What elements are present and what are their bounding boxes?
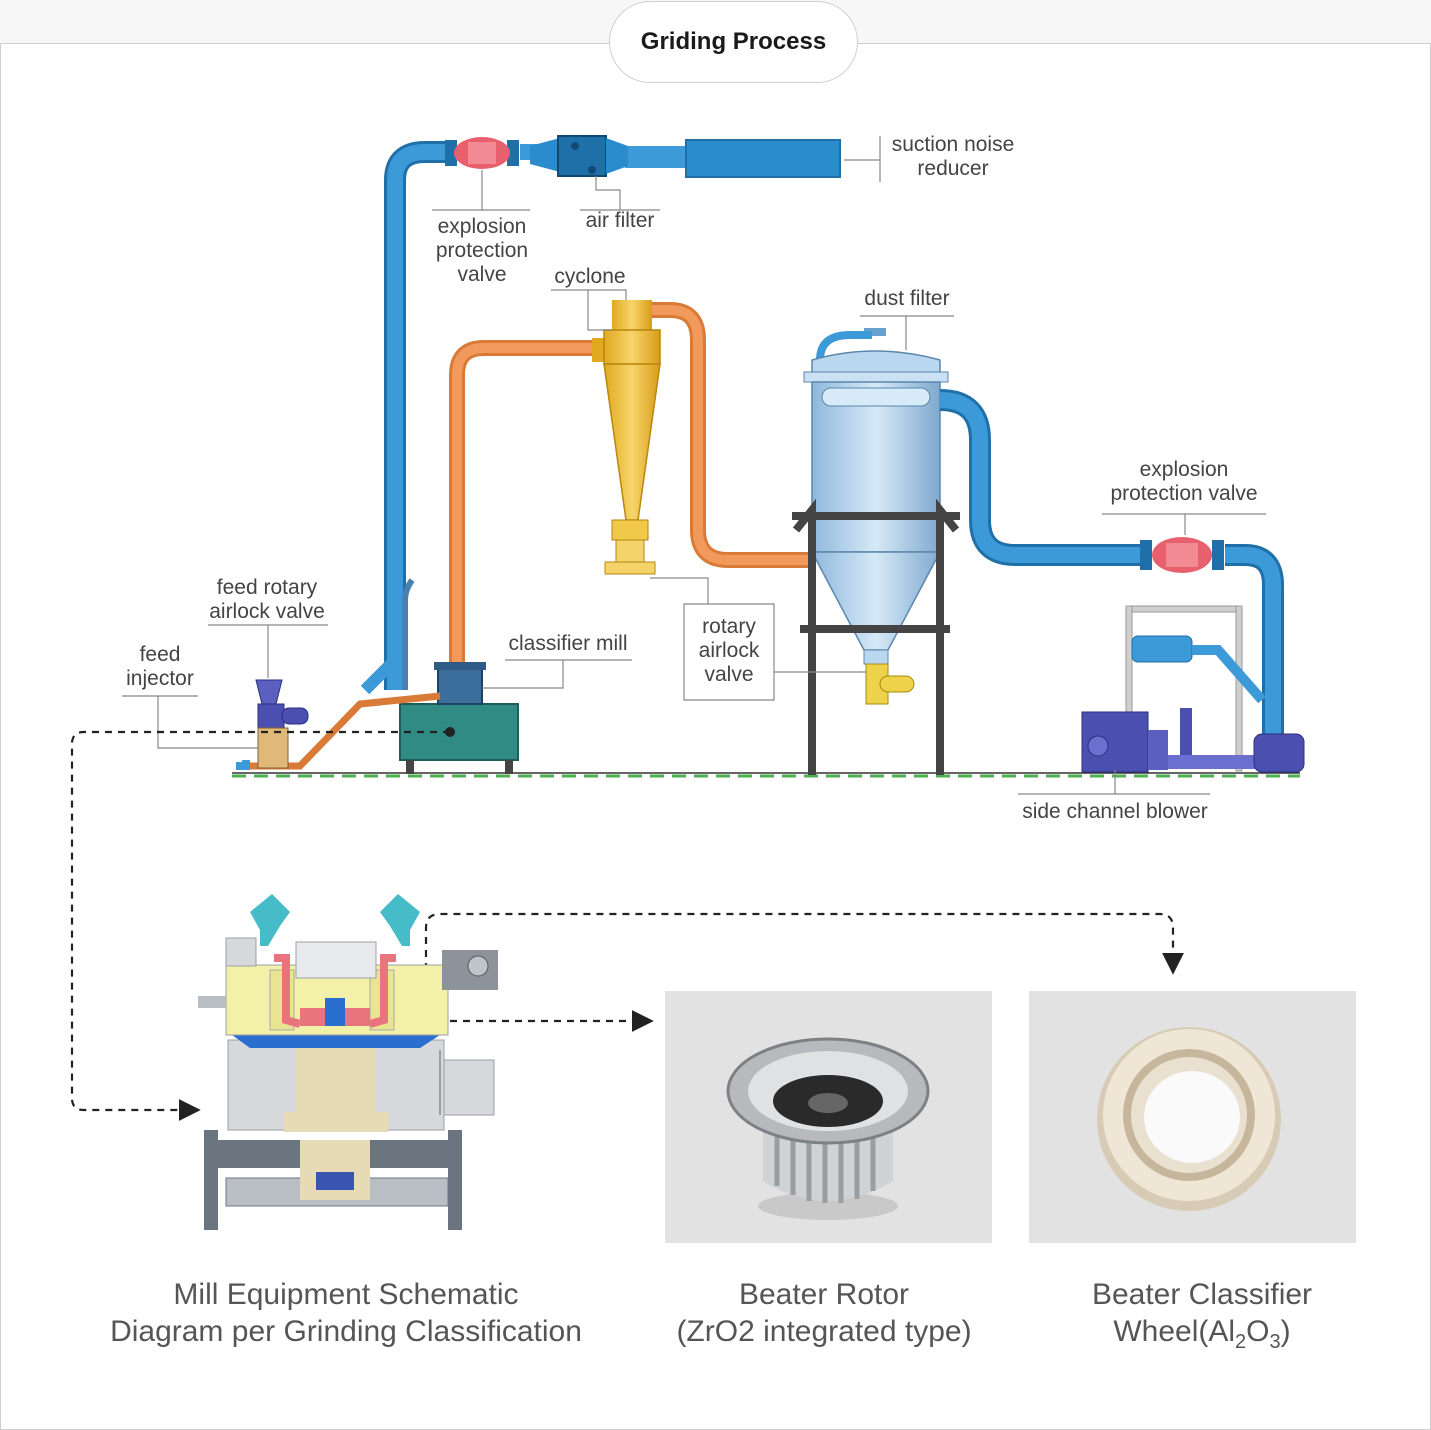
suction-noise-reducer-shape [685, 139, 841, 178]
classifier-wheel-photo [1029, 991, 1356, 1243]
label-feed-injector: feed injector [126, 643, 194, 690]
caption-mill-schematic: Mill Equipment Schematic Diagram per Gri… [110, 1278, 582, 1348]
caption-beater-rotor: Beater Rotor (ZrO2 integrated type) [676, 1278, 972, 1348]
dust-filter-shape [792, 328, 960, 775]
caption-classifier-wheel-close: ) [1280, 1315, 1291, 1348]
feed-equipment-shape [236, 679, 441, 770]
caption-classifier-wheel-text: Beater Classifier Wheel(Al [1091, 1278, 1313, 1348]
label-dust-filter: dust filter [864, 287, 950, 310]
orange-pipe-left [449, 340, 595, 665]
label-explosion-valve-right: explosion protection valve [1110, 458, 1258, 505]
caption-classifier-wheel-o: O [1246, 1315, 1270, 1348]
label-suction-noise-reducer: suction noise reducer [891, 133, 1015, 180]
mill-schematic-shape [198, 894, 498, 1230]
label-side-channel-blower: side channel blower [1022, 800, 1208, 823]
label-cyclone: cyclone [554, 265, 626, 288]
label-rotary-airlock-valve: rotary airlock valve [698, 615, 760, 686]
classifier-wheel-image [1097, 1027, 1281, 1211]
beater-rotor-image [726, 1037, 930, 1220]
caption-sub-2: 2 [1235, 1331, 1247, 1353]
label-classifier-mill: classifier mill [508, 632, 628, 655]
rotary-airlock-shape [865, 663, 915, 705]
beater-rotor-photo [665, 991, 992, 1243]
leader-lines [122, 136, 1266, 795]
air-filter-shape [530, 135, 628, 177]
label-explosion-valve-top: explosion protection valve [435, 215, 529, 286]
orange-pipe-right [650, 302, 812, 568]
label-feed-rotary-airlock-valve: feed rotary airlock valve [209, 576, 325, 623]
page-title: Griding Process [609, 1, 858, 83]
caption-classifier-wheel: Beater Classifier Wheel(Al2O3) [1030, 1276, 1374, 1361]
side-channel-blower-shape [1081, 605, 1305, 773]
label-air-filter: air filter [585, 209, 655, 232]
caption-sub-3: 3 [1269, 1331, 1281, 1353]
explosion-valve-top-shape [445, 137, 519, 169]
explosion-valve-right-shape [1140, 537, 1224, 573]
cyclone-shape [592, 300, 661, 575]
